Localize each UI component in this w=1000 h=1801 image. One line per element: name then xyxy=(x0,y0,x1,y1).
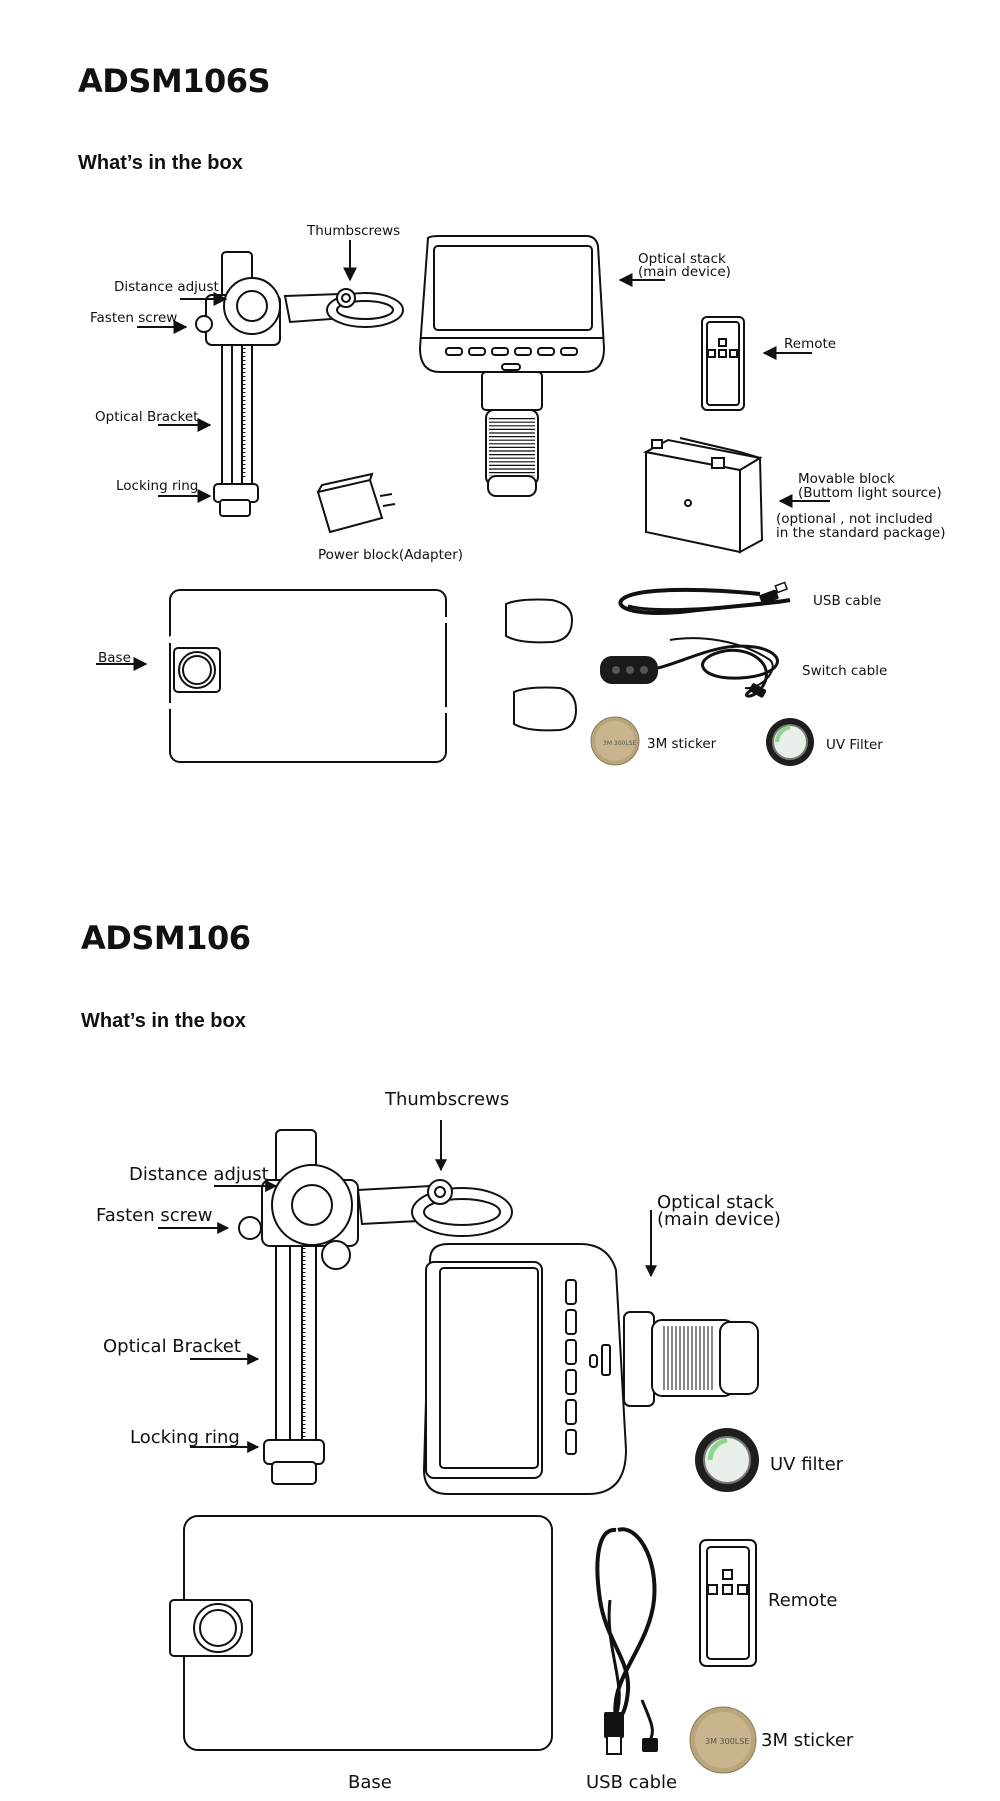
optical-stack-drawing xyxy=(418,235,606,497)
optical-bracket-drawing xyxy=(195,251,404,517)
s1-label-base: Base xyxy=(98,650,131,666)
base-drawing xyxy=(169,1515,553,1751)
s2-label-optical-bracket: Optical Bracket xyxy=(103,1336,241,1357)
s1-label-optical-stack-2: (main device) xyxy=(638,264,731,280)
remote-drawing xyxy=(699,1539,757,1667)
section2-diagram: 3M 300LSE xyxy=(158,1120,759,1774)
s2-label-fasten-screw: Fasten screw xyxy=(96,1205,213,1226)
s1-label-power-block: Power block(Adapter) xyxy=(318,547,464,563)
section1-title: ADSM106S xyxy=(78,62,271,100)
s1-label-optical-bracket: Optical Bracket xyxy=(95,409,199,425)
s2-label-uv-filter: UV filter xyxy=(770,1454,844,1475)
s1-label-switch-cable: Switch cable xyxy=(802,663,888,679)
switch-cable-drawing xyxy=(600,637,779,698)
section2-title: ADSM106 xyxy=(81,919,251,957)
s1-label-uv-filter: UV Filter xyxy=(826,737,883,753)
s2-label-locking-ring: Locking ring xyxy=(130,1427,240,1448)
sticker-text: 3M 300LSE xyxy=(705,1737,749,1746)
sticker-drawing: 3M 300LSE xyxy=(689,1706,757,1774)
s1-label-movable-block-1: Movable block xyxy=(798,471,895,487)
base-drawing xyxy=(167,589,578,763)
usb-cable-drawing xyxy=(618,581,791,615)
section1-diagram: 3M 300LSE xyxy=(96,235,830,766)
s1-label-thumbscrews: Thumbscrews xyxy=(307,223,401,239)
section1-subtitle: What’s in the box xyxy=(78,152,243,174)
s2-label-remote: Remote xyxy=(768,1590,838,1611)
remote-drawing xyxy=(701,316,745,411)
movable-block-drawing xyxy=(643,437,764,554)
optical-bracket-drawing xyxy=(238,1129,513,1485)
optical-stack-drawing xyxy=(422,1243,759,1495)
s1-label-distance-adjust: Distance adjust xyxy=(114,279,219,295)
s1-label-sticker: 3M sticker xyxy=(647,736,717,752)
s1-label-optical-stack-1: Optical stack xyxy=(638,251,726,267)
s2-label-sticker: 3M sticker xyxy=(761,1730,854,1751)
s1-label-movable-block-2: (Buttom light source) xyxy=(798,485,942,501)
s1-label-fasten-screw: Fasten screw xyxy=(90,310,178,326)
section2-subtitle: What’s in the box xyxy=(81,1010,246,1032)
uv-filter-drawing xyxy=(695,1428,759,1492)
power-block-drawing xyxy=(316,472,396,534)
sticker-drawing: 3M 300LSE xyxy=(590,716,640,766)
s2-label-base: Base xyxy=(348,1772,392,1793)
s1-label-optional-1: (optional , not included xyxy=(776,511,933,527)
s1-label-locking-ring: Locking ring xyxy=(116,478,199,494)
s2-label-distance-adjust: Distance adjust xyxy=(129,1164,269,1185)
s1-label-remote: Remote xyxy=(784,336,837,352)
s2-label-usb-cable: USB cable xyxy=(586,1772,678,1793)
usb-cable-drawing xyxy=(595,1527,658,1755)
uv-filter-drawing xyxy=(766,718,814,766)
s2-label-optical-stack-2: (main device) xyxy=(657,1209,781,1230)
s2-label-thumbscrews: Thumbscrews xyxy=(385,1089,510,1110)
s1-label-usb-cable: USB cable xyxy=(813,593,882,609)
s1-label-optional-2: in the standard package) xyxy=(776,525,946,541)
s2-label-optical-stack-1: Optical stack xyxy=(657,1192,775,1213)
sticker-text: 3M 300LSE xyxy=(603,740,637,747)
